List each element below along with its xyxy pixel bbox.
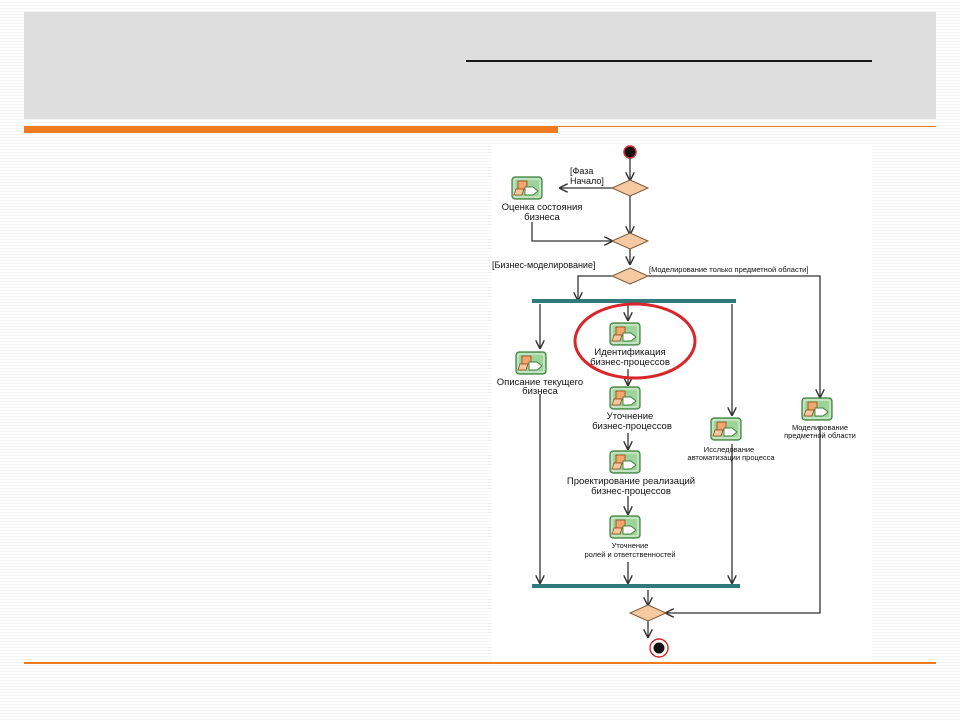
accent-bar bbox=[24, 126, 558, 133]
final-merge bbox=[628, 604, 668, 622]
label-research-line2: автоматизации процесса bbox=[687, 453, 775, 462]
activity-diagram: [Фаза Начало] [Бизнес-моделирование] [Мо… bbox=[492, 144, 872, 660]
activity-icon-refine bbox=[609, 386, 641, 410]
label-roles-line2: ролей и ответственностей bbox=[584, 550, 675, 559]
end-node bbox=[653, 642, 665, 654]
guard-business-modeling: [Бизнес-моделирование] bbox=[492, 260, 595, 270]
merge-assessment bbox=[610, 232, 650, 250]
title-underline bbox=[466, 60, 872, 62]
label-research-line1: Исследование bbox=[704, 445, 754, 454]
fork-bar bbox=[532, 299, 736, 303]
activity-icon-describe bbox=[515, 351, 547, 375]
decision-modeling-type bbox=[610, 267, 650, 285]
guard-domain-only: [Моделирование только предметной области… bbox=[649, 265, 808, 274]
label-refine-line1: Уточнение bbox=[607, 411, 654, 422]
label-design-line2: бизнес-процессов bbox=[591, 486, 671, 497]
activity-icon-roles bbox=[609, 515, 641, 539]
label-domain-line1: Моделирование bbox=[792, 423, 848, 432]
label-refine-line2: бизнес-процессов bbox=[592, 421, 672, 432]
start-node bbox=[623, 145, 637, 159]
guard-phase-start-line1: [Фаза bbox=[570, 166, 593, 176]
decision-nodes bbox=[610, 179, 668, 622]
highlight-circle bbox=[573, 302, 697, 380]
activity-icon-research bbox=[710, 417, 742, 441]
decision-phase-start bbox=[610, 179, 650, 197]
activity-icon-domain bbox=[801, 397, 833, 421]
slide-title-band bbox=[24, 12, 936, 119]
join-bar bbox=[532, 584, 740, 588]
label-assess-line1: Оценка состояния bbox=[502, 202, 583, 213]
activity-icon-design bbox=[609, 450, 641, 474]
label-identify-line2: бизнес-процессов bbox=[590, 357, 670, 368]
guard-phase-start-line2: Начало] bbox=[570, 176, 604, 186]
flow-connectors bbox=[531, 158, 820, 637]
accent-rule-bottom bbox=[24, 662, 936, 664]
label-assess-line2: бизнеса bbox=[524, 212, 560, 223]
activity-icon-assess bbox=[511, 176, 543, 200]
label-describe-line2: бизнеса bbox=[522, 386, 558, 397]
label-domain-line2: предметной области bbox=[784, 431, 856, 440]
label-describe-line1: Описание текущего bbox=[497, 377, 583, 388]
label-design-line1: Проектирование реализаций bbox=[567, 476, 695, 487]
label-roles-line1: Уточнение bbox=[612, 541, 649, 550]
label-identify-line1: Идентификация bbox=[594, 347, 665, 358]
activity-icon-identify bbox=[609, 322, 641, 346]
